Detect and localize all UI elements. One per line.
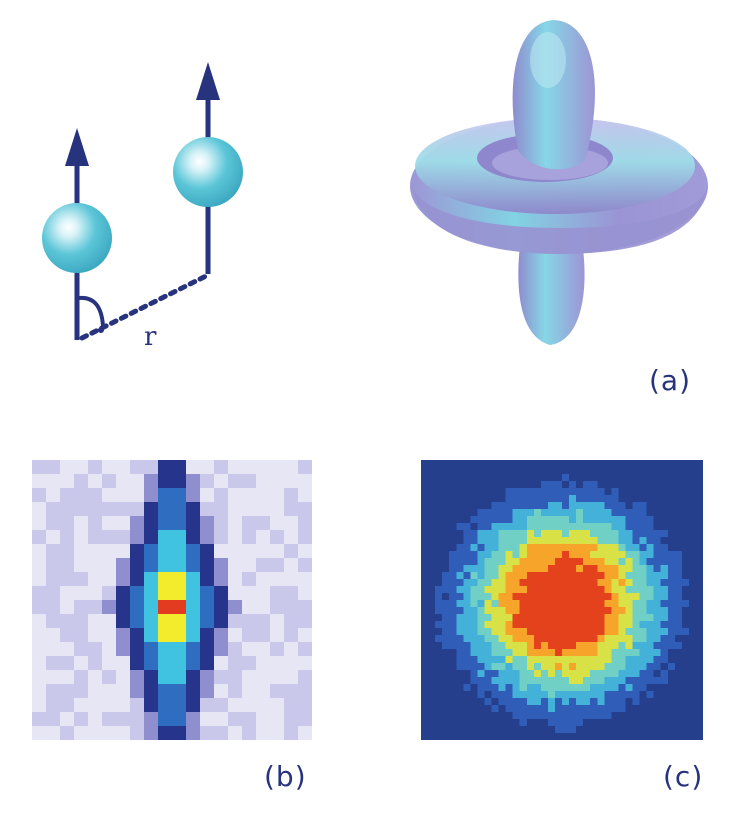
atom-sphere-icon [42, 203, 112, 273]
panel-label-c: (c) [663, 760, 704, 793]
density-image-c [421, 460, 703, 740]
panel-label-b: (b) [264, 760, 307, 793]
panel-label-a: (a) [649, 364, 692, 397]
separation-line [79, 273, 209, 341]
density-image-b [32, 460, 312, 740]
distance-label: r [144, 322, 157, 352]
atom-sphere-icon [173, 137, 243, 207]
angle-arc [78, 295, 105, 327]
dipole-pattern-icon [410, 20, 708, 345]
